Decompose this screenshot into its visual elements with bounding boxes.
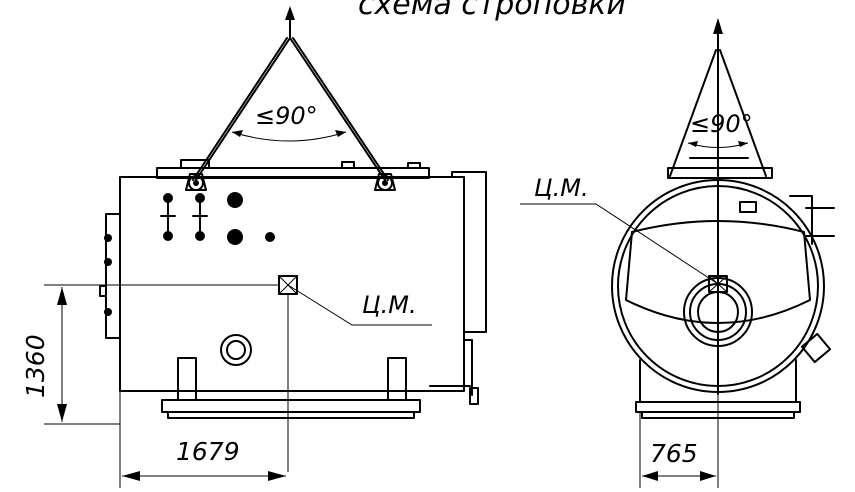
furnace-tube (683, 277, 753, 347)
base-frame-side (161, 399, 421, 413)
dimension-length: 1679 (176, 437, 240, 466)
side-sling-left (195, 37, 291, 181)
side-cm-label: Ц.М. (362, 291, 417, 319)
front-cm-label: Ц.М. (534, 174, 589, 202)
side-angle-label: ≤90° (255, 102, 318, 130)
side-hook-arrow (285, 6, 295, 20)
boiler-body-side (119, 176, 465, 392)
side-sling-right (289, 37, 386, 181)
dimension-width: 765 (650, 439, 698, 468)
dimension-height: 1360 (21, 334, 50, 398)
drawing-title: схема строповки (358, 0, 626, 22)
front-view: ≤90° Ц.М. 765 (520, 18, 835, 488)
front-center-of-mass (708, 275, 728, 293)
front-angle-label: ≤90° (690, 110, 753, 138)
front-hook-arrow (713, 18, 723, 34)
side-view: ≤90° (21, 6, 487, 488)
side-angle-arc (231, 131, 347, 142)
inspection-hatch (220, 334, 252, 366)
